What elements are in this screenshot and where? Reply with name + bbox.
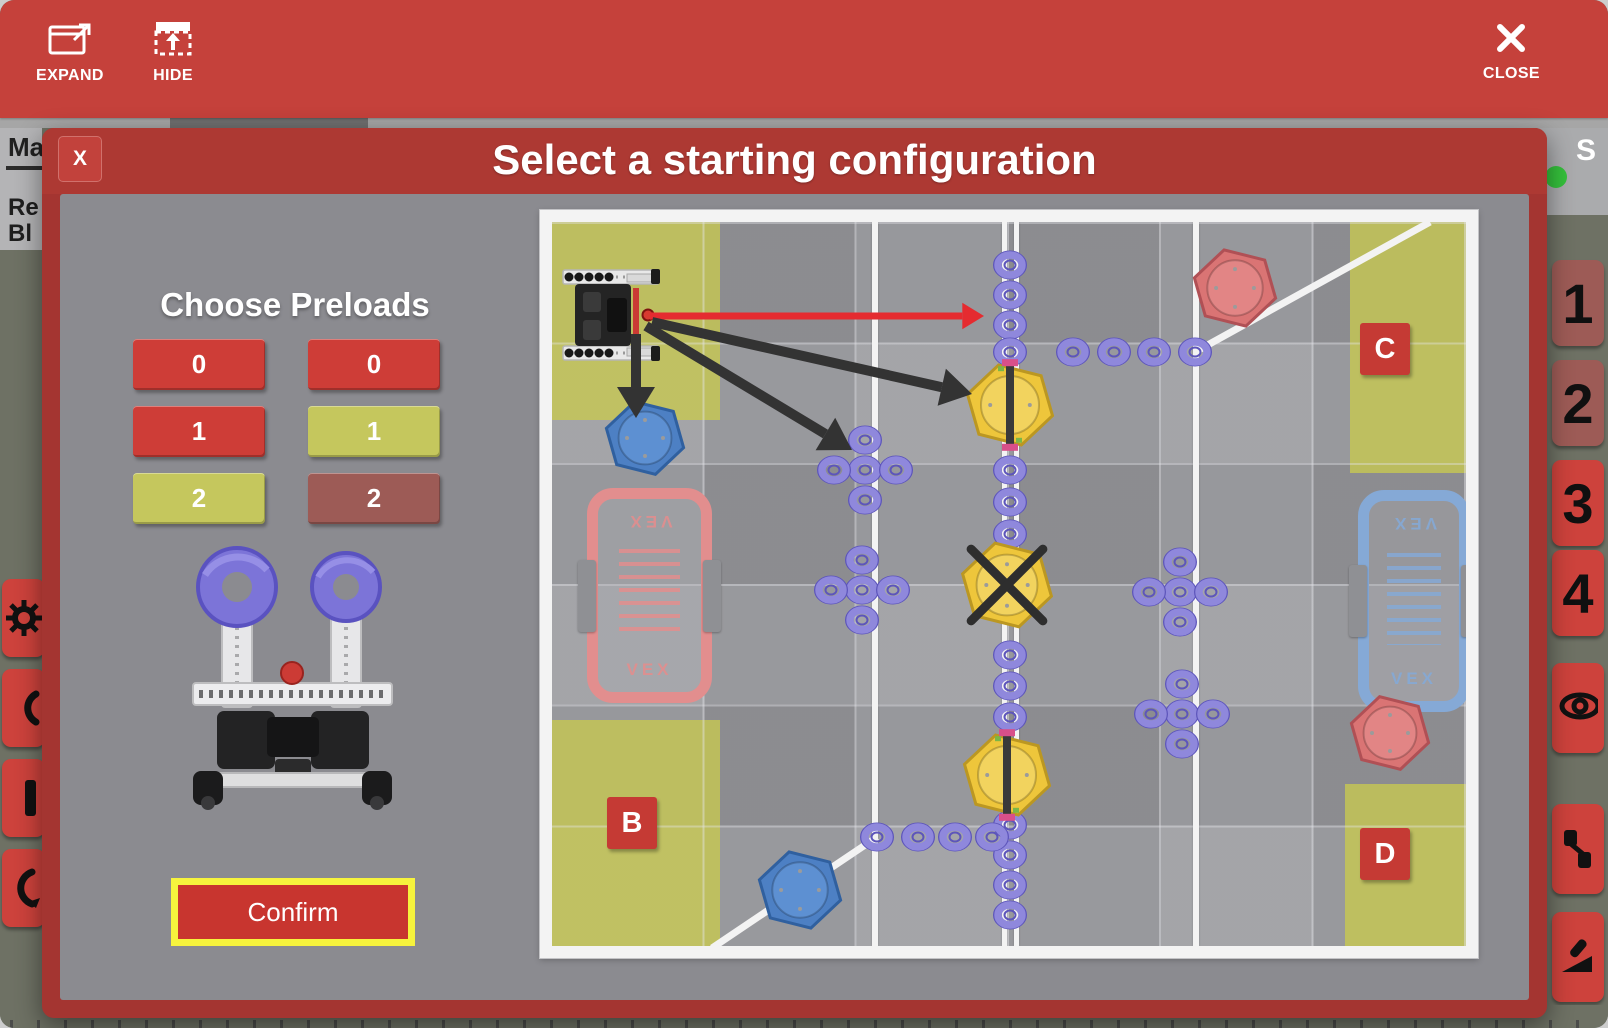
zone-label-c[interactable]: C	[1360, 323, 1410, 375]
preload-button-right-1[interactable]: 1	[308, 406, 440, 457]
arc-icon	[23, 690, 39, 726]
tab-underline	[6, 166, 42, 170]
side-number-label: 2	[1562, 371, 1594, 435]
eye-icon	[1559, 692, 1598, 720]
structure-bracket	[1461, 565, 1466, 637]
confirm-button-highlight: Confirm	[171, 878, 415, 946]
dialog-title: Select a starting configuration	[492, 136, 1097, 183]
measure-icon	[1564, 830, 1591, 868]
status-dot	[1545, 166, 1567, 188]
gear-icon	[5, 600, 42, 636]
confirm-button[interactable]: Confirm	[178, 885, 408, 939]
side-number-button-4[interactable]: 4	[1552, 550, 1604, 636]
side-number-button-2[interactable]: 2	[1552, 360, 1604, 446]
background-left-text-1: Re	[8, 194, 39, 221]
background-left-text-2: Bl	[8, 220, 32, 247]
close-icon	[1497, 24, 1526, 52]
preload-button-left-2[interactable]: 2	[133, 473, 265, 524]
panel-button[interactable]	[2, 759, 45, 837]
angle-button[interactable]	[1552, 912, 1604, 1002]
reset-button[interactable]	[2, 669, 45, 747]
background-tab-label[interactable]: Ma	[8, 132, 42, 162]
robot-preview-image	[192, 546, 393, 810]
angle-icon	[1562, 939, 1592, 972]
robot-preview	[175, 545, 410, 810]
structure-bracket	[578, 559, 596, 632]
side-number-button-1[interactable]: 1	[1552, 260, 1604, 346]
dialog-close-button[interactable]: X	[58, 136, 102, 182]
mobile-goal-yellow-center	[960, 541, 1054, 629]
zone-top-left	[552, 222, 720, 420]
mobile-goal-yellow-bottom	[962, 729, 1052, 821]
side-number-label: 1	[1562, 271, 1594, 335]
structure-rungs	[618, 549, 681, 638]
field-map[interactable]: VEX VEX VEX VEX B C D	[539, 209, 1479, 959]
hook-icon	[16, 868, 40, 908]
preload-button-right-0[interactable]: 0	[308, 339, 440, 390]
zone-label-d[interactable]: D	[1360, 828, 1410, 880]
structure-rungs	[1387, 553, 1441, 645]
background-left-panel: Ma Re Bl	[0, 128, 42, 250]
expand-button[interactable]: EXPAND	[36, 20, 104, 85]
preload-button-left-0[interactable]: 0	[133, 339, 265, 390]
field-line-vertical-0	[872, 222, 878, 946]
side-number-button-3[interactable]: 3	[1552, 460, 1604, 546]
close-button[interactable]: CLOSE	[1483, 20, 1540, 83]
side-number-label: 3	[1562, 471, 1594, 535]
background-toolbar-strip	[0, 118, 1608, 128]
field-line-vertical-3	[1193, 222, 1199, 946]
zone-label-b[interactable]: B	[607, 797, 657, 849]
structure-brand-text: VEX	[626, 660, 673, 680]
preload-column-left: 0 1 2	[133, 339, 265, 524]
background-right-panel: S	[1537, 128, 1608, 215]
hide-label: HIDE	[153, 67, 193, 84]
preload-button-right-2[interactable]: 2	[308, 473, 440, 524]
structure-brand-text: VEX	[1390, 514, 1438, 533]
starting-config-dialog: X Select a starting configuration Choose…	[42, 128, 1547, 1018]
background-toolbar-segment	[170, 118, 368, 128]
visibility-button[interactable]	[1552, 663, 1604, 753]
hide-icon	[154, 22, 192, 56]
side-number-label: 4	[1562, 561, 1594, 625]
field-diagonal-lines	[710, 222, 1432, 946]
preload-button-left-1[interactable]: 1	[133, 406, 265, 457]
bar-icon	[24, 780, 36, 816]
background-right-letter: S	[1575, 134, 1596, 167]
expand-label: EXPAND	[36, 67, 104, 84]
structure-brand-text: VEX	[626, 511, 673, 531]
structure-bracket	[1349, 565, 1367, 637]
climb-structure-red: VEX VEX	[578, 488, 721, 703]
expand-icon	[48, 23, 91, 55]
field-floor: VEX VEX VEX VEX B C D	[552, 222, 1466, 946]
hide-button[interactable]: HIDE	[152, 20, 194, 85]
dialog-titlebar: X Select a starting configuration	[42, 128, 1547, 194]
settings-button[interactable]	[2, 579, 45, 657]
close-label: CLOSE	[1482, 65, 1540, 82]
field-line-vertical-2	[1014, 222, 1019, 946]
main-toolbar: EXPAND HIDE CLOSE	[0, 0, 1608, 118]
field-line-vertical-1	[1002, 222, 1007, 946]
mobile-goal-yellow-top	[965, 359, 1055, 451]
preloads-heading: Choose Preloads	[160, 286, 430, 323]
climb-structure-blue: VEX VEX	[1349, 490, 1466, 712]
mobile-goal-blue-bottom	[757, 850, 843, 930]
timeline-ticks	[10, 1020, 1600, 1028]
structure-bracket	[703, 559, 721, 632]
measure-button[interactable]	[1552, 804, 1604, 894]
preload-column-right: 0 1 2	[308, 339, 440, 524]
structure-brand-text: VEX	[1390, 669, 1438, 688]
rotate-button[interactable]	[2, 849, 45, 927]
mobile-goal-red-top-right	[1192, 248, 1278, 328]
